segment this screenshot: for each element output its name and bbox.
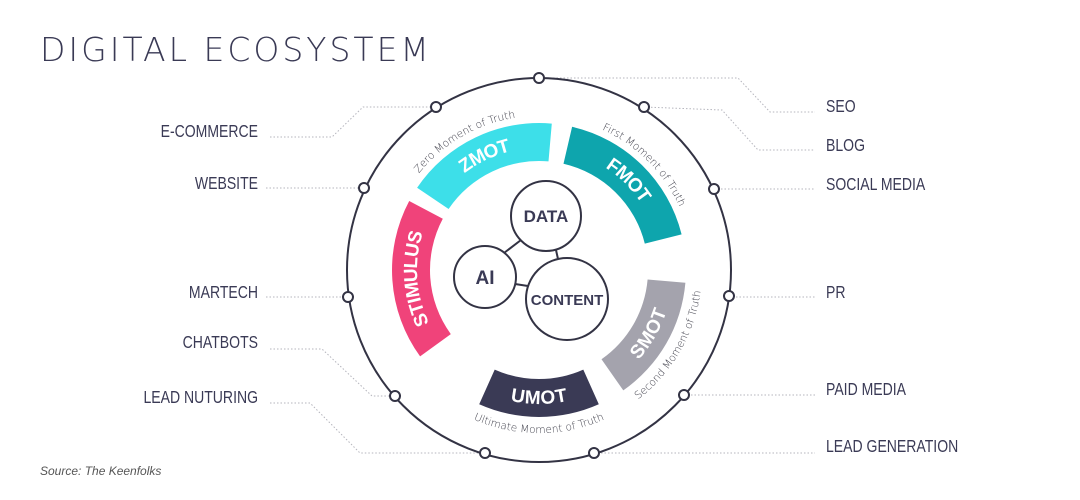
leader-seo — [539, 77, 815, 113]
core-data-label: DATA — [524, 207, 569, 226]
core-content — [525, 257, 609, 341]
band-zmot — [417, 123, 552, 209]
node-pr — [723, 290, 735, 302]
connector-data-content — [555, 249, 559, 260]
core-content-label: CONTENT — [531, 292, 604, 309]
label-social-media: SOCIAL MEDIA — [826, 174, 925, 194]
label-pr: PR — [826, 282, 845, 302]
page-title: DIGITAL ECOSYSTEM — [40, 30, 432, 69]
label-lead-nuturing: LEAD NUTURING — [143, 387, 258, 407]
leader-ecommerce — [270, 106, 436, 138]
band-umot — [479, 369, 599, 418]
leader-chatbots — [270, 348, 395, 397]
connector-ai-data — [503, 239, 522, 254]
label-lead-generation: LEAD GENERATION — [826, 436, 958, 456]
leader-blog — [643, 106, 815, 151]
label-seo: SEO — [826, 96, 856, 116]
band-smot — [601, 279, 686, 391]
band-stimulus — [392, 201, 451, 357]
node-paid-media — [678, 389, 690, 401]
band-label-umot: UMOT — [510, 385, 569, 409]
core-ai — [453, 245, 517, 309]
node-website — [358, 182, 370, 194]
label-blog: BLOG — [826, 135, 865, 155]
band-fmot — [563, 126, 682, 244]
label-martech: MARTECH — [189, 282, 258, 302]
label-ecommerce: E-COMMERCE — [161, 121, 259, 141]
source-note: Source: The Keenfolks — [40, 464, 161, 478]
node-ecommerce — [430, 101, 442, 113]
leader-lines — [266, 77, 815, 454]
core-data — [510, 180, 582, 252]
leader-lead-nuturing — [270, 402, 485, 454]
core-ai-label: AI — [476, 268, 495, 289]
node-blog — [638, 101, 650, 113]
node-lead-generation — [588, 447, 600, 459]
node-martech — [342, 291, 354, 303]
ring-nodes — [342, 72, 735, 459]
label-chatbots: CHATBOTS — [183, 332, 259, 352]
node-lead-nuturing — [479, 447, 491, 459]
label-paid-media: PAID MEDIA — [826, 379, 906, 399]
label-website: WEBSITE — [195, 173, 258, 193]
node-chatbots — [389, 390, 401, 402]
core-cluster: DATA AI CONTENT — [453, 180, 609, 341]
node-seo — [533, 72, 545, 84]
connector-ai-content — [514, 283, 529, 287]
node-social-media — [708, 183, 720, 195]
